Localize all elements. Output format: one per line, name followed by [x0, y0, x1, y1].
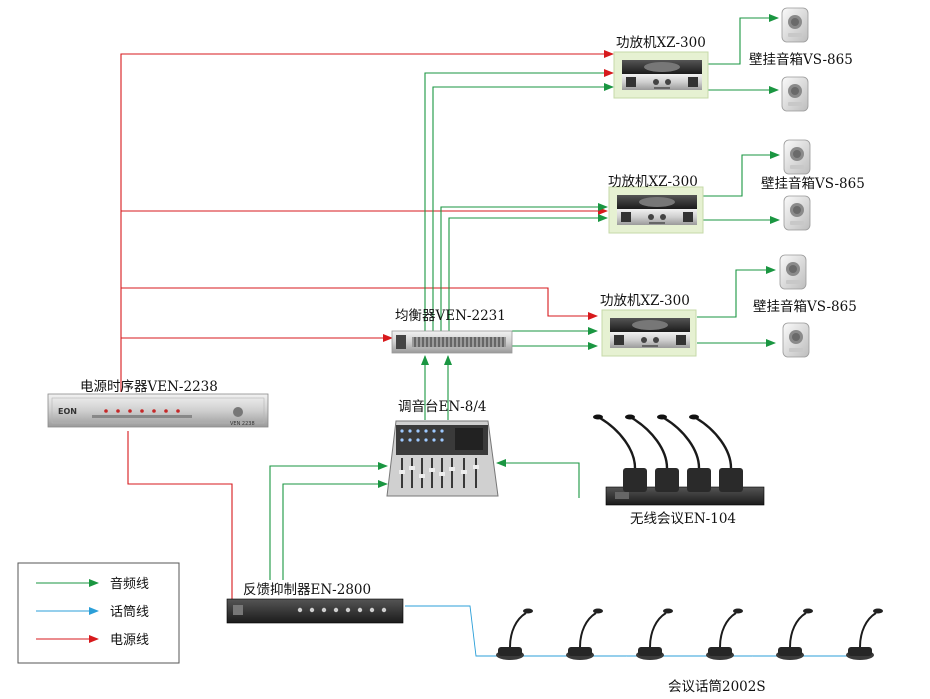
mixer-label: 调音台EN-8/4 [398, 398, 486, 415]
conference-mics [495, 607, 884, 661]
mic-6 [845, 607, 884, 661]
mic-3 [635, 607, 674, 661]
mics-label: 会议话筒2002S [668, 678, 766, 695]
amp1-label: 功放机XZ-300 [616, 35, 706, 51]
amplifier-1 [613, 51, 709, 99]
sequencer-brand: EON [58, 407, 77, 416]
mic-2 [565, 607, 604, 661]
wireless-conference-device [593, 414, 765, 506]
sequencer-model: VEN 2238 [230, 421, 255, 427]
speaker-3a [779, 254, 807, 290]
mic-5 [775, 607, 814, 661]
equalizer-label: 均衡器VEN-2231 [395, 308, 506, 324]
speaker-2a [783, 139, 811, 175]
legend: 音频线 话筒线 电源线 [17, 562, 180, 664]
feedback-suppressor-device [226, 598, 404, 624]
speaker-2b [783, 195, 811, 231]
sequencer-label: 电源时序器VEN-2238 [80, 379, 218, 395]
amp3-label: 功放机XZ-300 [600, 293, 690, 309]
mic-4 [705, 607, 744, 661]
wireless-label: 无线会议EN-104 [630, 511, 736, 527]
power-lines [120, 50, 614, 600]
speaker2-label: 壁挂音箱VS-865 [761, 175, 865, 192]
feedback-label: 反馈抑制器EN-2800 [243, 582, 371, 598]
speaker-1b [781, 76, 809, 112]
speaker1-label: 壁挂音箱VS-865 [749, 51, 853, 68]
legend-item-power: 电源线 [36, 633, 149, 648]
mic-1 [495, 607, 534, 661]
audio-lines [269, 14, 780, 580]
amp2-label: 功放机XZ-300 [608, 174, 698, 190]
legend-audio-label: 音频线 [110, 576, 149, 592]
legend-power-label: 电源线 [110, 633, 149, 648]
mic-line [405, 605, 860, 657]
power-sequencer-device: EON VEN 2238 [47, 393, 269, 428]
amplifier-2 [608, 186, 704, 234]
mixer-device [386, 420, 499, 497]
amplifier-3 [601, 309, 697, 357]
legend-mic-label: 话筒线 [110, 604, 149, 620]
legend-item-mic: 话筒线 [36, 604, 149, 620]
speaker-1a [781, 7, 809, 43]
speaker-3b [782, 322, 810, 358]
speaker3-label: 壁挂音箱VS-865 [753, 298, 857, 315]
equalizer-device [391, 330, 513, 354]
legend-item-audio: 音频线 [36, 576, 149, 592]
